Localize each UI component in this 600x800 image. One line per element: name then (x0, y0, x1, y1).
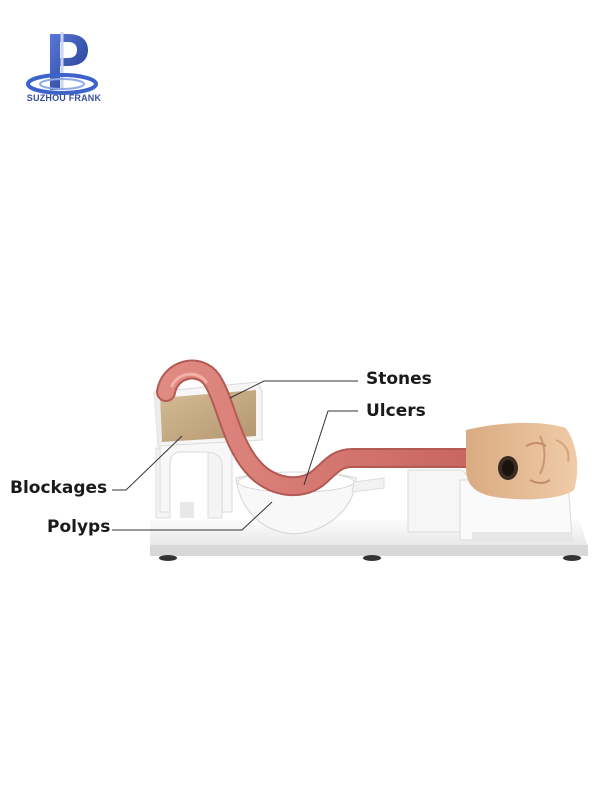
ulcers-leader (303, 410, 358, 486)
face-model (466, 422, 578, 500)
label-stones: Stones (366, 369, 432, 389)
gi-tract-tube (156, 359, 480, 497)
polyps-leader (112, 501, 273, 531)
label-polyps: Polyps (47, 517, 111, 537)
label-blockages: Blockages (10, 478, 108, 498)
callout-lines (112, 380, 358, 531)
stomach-stand (155, 439, 233, 519)
blockages-leader (112, 435, 183, 491)
brand-name: SUZHOU FRANK (26, 93, 102, 103)
label-ulcers: Ulcers (366, 401, 426, 421)
company-logo-icon (26, 32, 98, 95)
stones-leader (229, 380, 358, 399)
